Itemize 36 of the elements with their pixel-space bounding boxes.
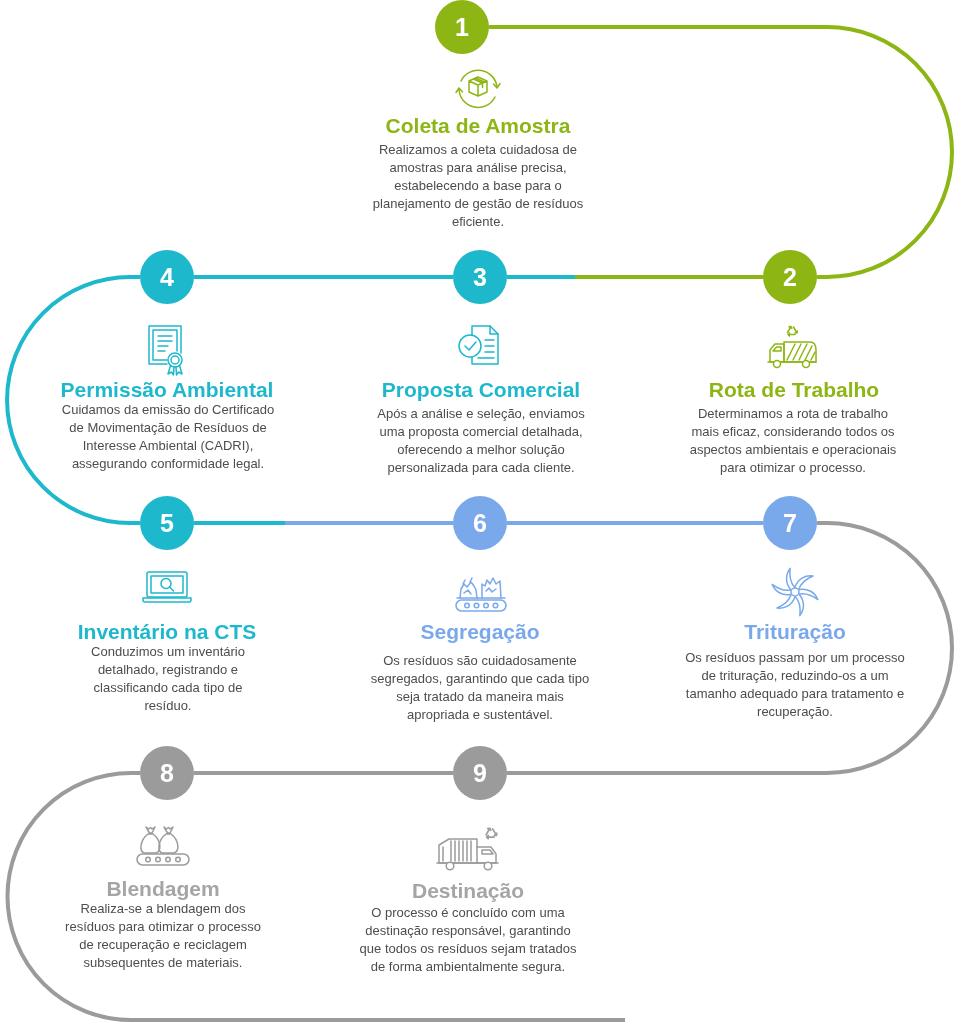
step-title: Permissão Ambiental [60,379,274,401]
connector-line [489,25,954,279]
step-title: Segregação [420,621,540,643]
connector-line [194,275,453,279]
connector-line [507,275,763,279]
step-description: Os resíduos são cuidadosamente segregados, garantindo que cada tipo seja tratado da maneira mais apropriada e sustentável. [369,652,591,724]
step-number-circle: 6 [453,496,507,550]
step-description: Os resíduos passam por um processo de trituração, reduzindo-os a um tamanho adequado para tratamento e recuperação. [684,649,906,721]
step-description: Realiza-se a blendagem dos resíduos para otimizar o processo de recuperação e reciclagem subsequentes de materiais. [64,900,262,972]
step-title: Inventário na CTS [77,621,257,643]
step-number-circle: 8 [140,746,194,800]
step-number-circle: 4 [140,250,194,304]
step-description: Conduzimos um inventário detalhado, registrando e classificando cada tipo de resíduo. [90,643,246,715]
step-title: Blendagem [106,878,220,900]
step-number-circle: 7 [763,496,817,550]
step-title: Coleta de Amostra [385,115,571,137]
step-description: Cuidamos da emissão do Certificado de Movimentação de Resíduos de Interesse Ambiental (CADRI), assegurando conformidade legal. [60,401,276,473]
step-title: Trituração [744,621,846,643]
step-description: Após a análise e seleção, enviamos uma proposta comercial detalhada, oferecendo a melhor solução personalizada para cada cliente. [376,405,586,477]
step-description: Realizamos a coleta cuidadosa de amostras para análise precisa, estabelecendo a base para o planejamento de gestão de resíduos eficiente. [371,141,585,231]
connector-line [507,521,763,525]
connector-line [194,521,453,525]
step-number-circle: 9 [453,746,507,800]
connector-line [194,771,453,775]
step-title: Rota de Trabalho [708,379,880,401]
step-number-circle: 1 [435,0,489,54]
step-number-circle: 5 [140,496,194,550]
step-description: O processo é concluído com uma destinação responsável, garantindo que todos os resíduos sejam tratados de forma ambientalmente segura. [358,904,578,976]
step-number-circle: 3 [453,250,507,304]
connector-line [507,521,954,775]
step-description: Determinamos a rota de trabalho mais eficaz, considerando todos os aspectos ambientais e operacionais para otimizar o processo. [688,405,898,477]
step-title: Destinação [412,880,524,902]
step-number-circle: 2 [763,250,817,304]
step-title: Proposta Comercial [381,379,581,401]
connector-line [5,771,625,1022]
connector-line [5,275,140,525]
